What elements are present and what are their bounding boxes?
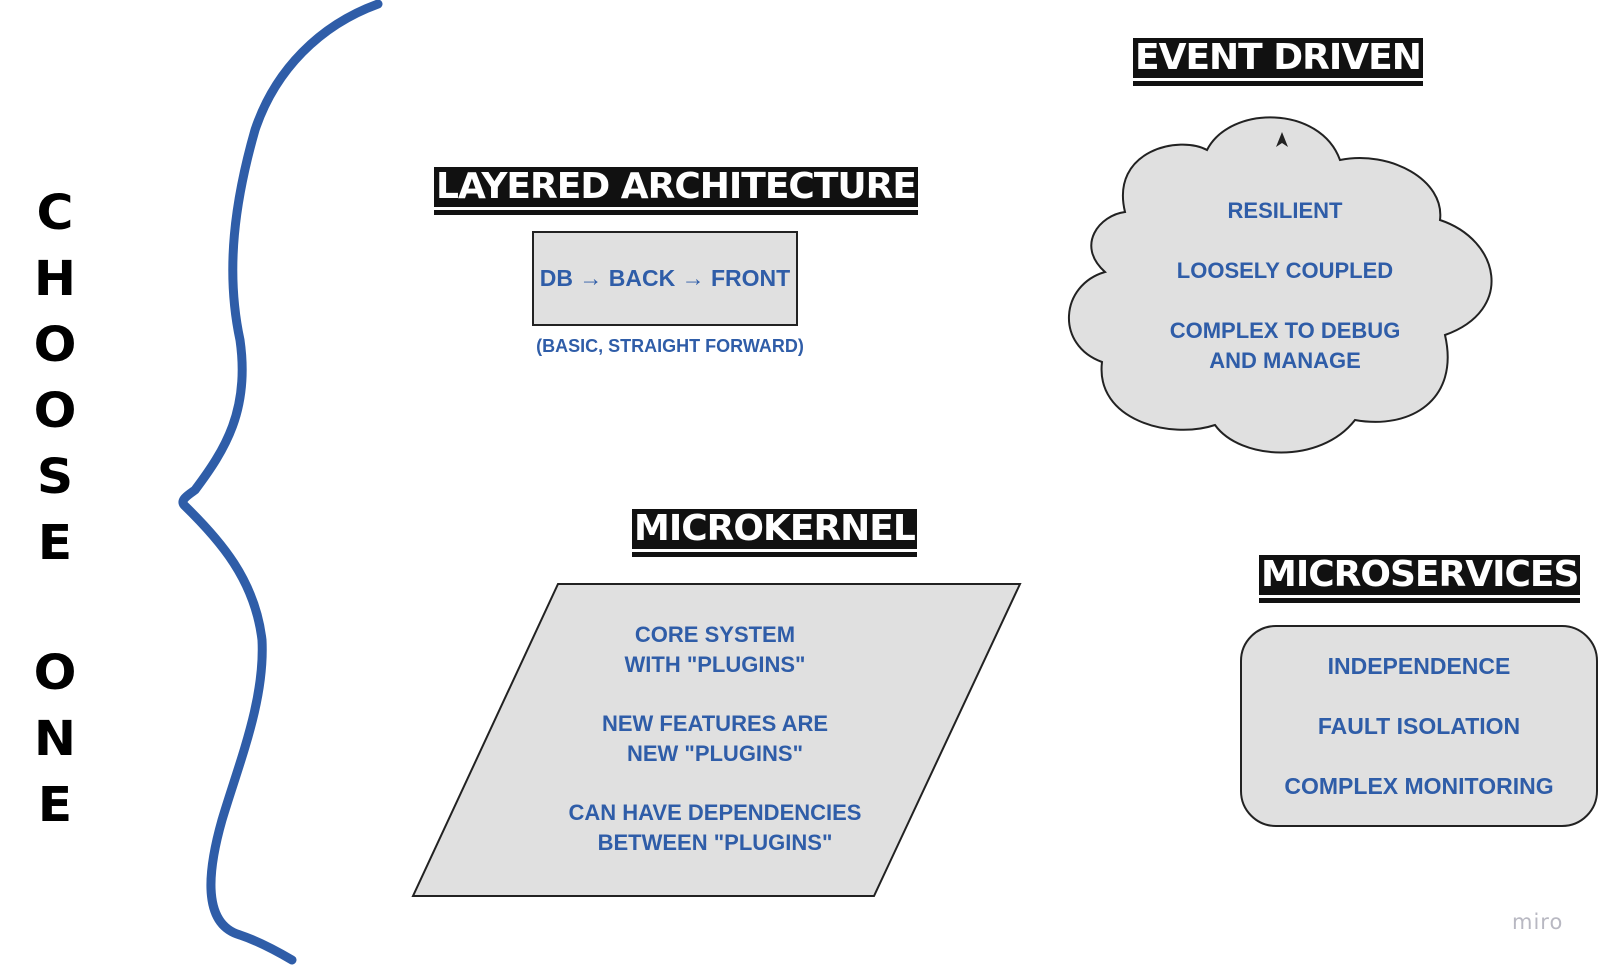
letter: O <box>33 645 77 701</box>
microservices-item: INDEPENDENCE <box>1327 653 1511 679</box>
microkernel-item: CAN HAVE DEPENDENCIES BETWEEN "PLUGINS" <box>540 798 890 858</box>
microkernel-item: NEW FEATURES ARE NEW "PLUGINS" <box>560 709 870 769</box>
letter: E <box>37 777 73 833</box>
microkernel-item-line: CAN HAVE DEPENDENCIES <box>568 800 862 825</box>
microkernel-item-line: CORE SYSTEM <box>634 622 796 647</box>
letter: H <box>33 251 77 307</box>
layered-architecture-title: LAYERED ARCHITECTURE <box>434 167 918 210</box>
letter: E <box>37 515 73 571</box>
microservices-title: MICROSERVICES <box>1259 555 1581 598</box>
microkernel-title: MICROKERNEL <box>632 509 917 552</box>
microservices-item: FAULT ISOLATION <box>1317 713 1521 739</box>
microkernel-item-line: WITH "PLUGINS" <box>624 652 806 677</box>
event-item: RESILIENT <box>1227 198 1343 223</box>
letter: O <box>33 383 77 439</box>
microkernel-parallelogram[interactable] <box>411 583 1022 897</box>
letter: O <box>33 317 77 373</box>
letter: N <box>33 711 77 767</box>
layered-box-text: DB → BACK → FRONT <box>539 265 791 291</box>
letter: C <box>36 185 74 241</box>
letter: S <box>36 449 74 505</box>
microservices-box[interactable]: INDEPENDENCE FAULT ISOLATION COMPLEX MON… <box>1240 625 1598 827</box>
layered-caption: (BASIC, STRAIGHT FORWARD) <box>536 336 804 356</box>
event-item: COMPLEX TO DEBUG <box>1169 318 1401 343</box>
microkernel-item-line: NEW FEATURES ARE <box>601 711 829 736</box>
microkernel-item: CORE SYSTEM WITH "PLUGINS" <box>560 620 870 680</box>
cursor-icon <box>1276 132 1288 147</box>
layered-box[interactable]: DB → BACK → FRONT <box>532 231 798 326</box>
event-driven-cloud[interactable] <box>1067 116 1493 454</box>
curly-brace[interactable] <box>178 0 383 965</box>
microkernel-item-line: NEW "PLUGINS" <box>626 741 804 766</box>
microservices-item: COMPLEX MONITORING <box>1284 773 1554 799</box>
event-item: LOOSELY COUPLED <box>1176 258 1394 283</box>
miro-watermark: miro <box>1512 910 1564 934</box>
microkernel-item-line: BETWEEN "PLUGINS" <box>597 830 833 855</box>
event-driven-title: EVENT DRIVEN <box>1133 38 1423 81</box>
event-item: AND MANAGE <box>1209 348 1361 373</box>
